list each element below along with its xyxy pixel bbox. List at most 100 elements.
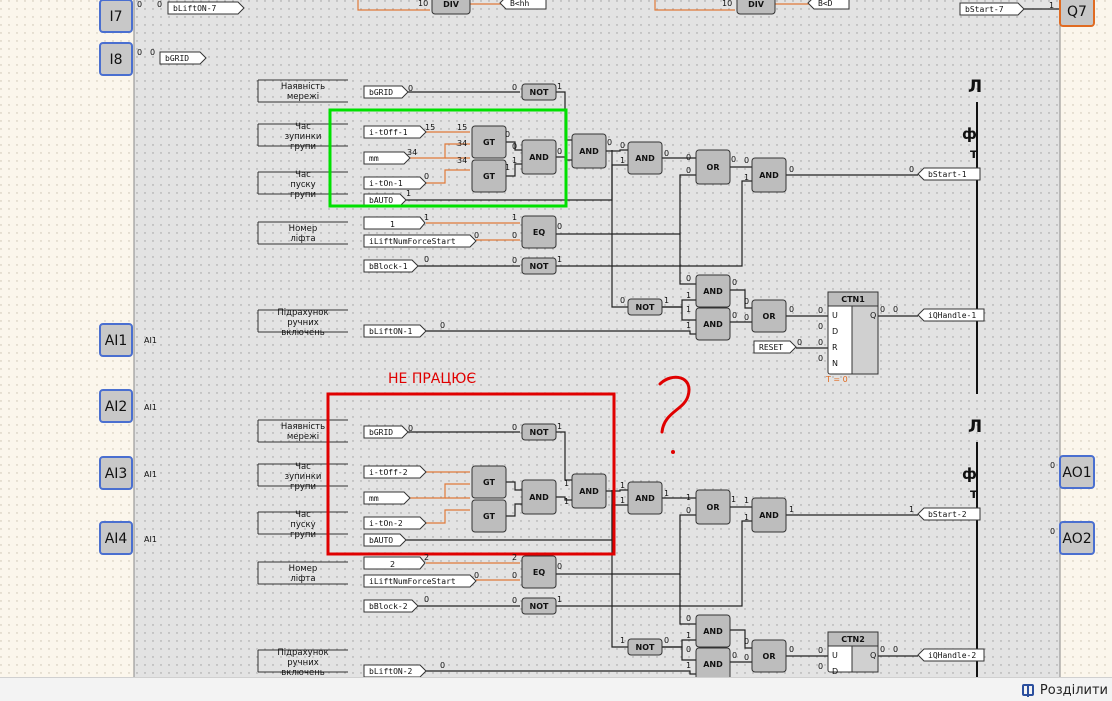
- var-bstart7[interactable]: bStart-7: [959, 2, 1025, 16]
- not-block[interactable]: NOT: [627, 298, 663, 316]
- var-bauto[interactable]: bAUTO: [363, 193, 407, 207]
- var-toff[interactable]: i-tOff-2: [363, 465, 427, 479]
- gt-block[interactable]: GT: [471, 465, 507, 499]
- value-label: 0: [789, 165, 794, 174]
- not-block[interactable]: NOT: [521, 257, 557, 275]
- variable-name: bGRID: [369, 88, 393, 97]
- terminal-i8[interactable]: I8: [99, 42, 133, 76]
- value-label: 0: [1050, 527, 1055, 536]
- wire: [426, 330, 696, 335]
- and-block[interactable]: AND: [695, 307, 731, 341]
- or-block[interactable]: OR: [751, 639, 787, 673]
- and-block[interactable]: AND: [695, 647, 731, 681]
- value-label: 1: [390, 220, 395, 229]
- eq-block[interactable]: EQ: [521, 555, 557, 589]
- block-label: GT: [483, 138, 495, 147]
- var-bliften7[interactable]: bLiftON-7: [167, 1, 245, 15]
- or-block[interactable]: OR: [751, 299, 787, 333]
- terminal-ai4[interactable]: AI4: [99, 521, 133, 555]
- and-block[interactable]: AND: [751, 157, 787, 193]
- and-block[interactable]: AND: [571, 473, 607, 509]
- and-block[interactable]: AND: [571, 133, 607, 169]
- gt-block[interactable]: GT: [471, 125, 507, 159]
- div-block-2[interactable]: DIV: [736, 0, 776, 15]
- and-block[interactable]: AND: [751, 497, 787, 533]
- var-out-div1[interactable]: B<hh: [499, 0, 547, 10]
- value-label: 0: [664, 149, 669, 158]
- value-label: 1: [557, 595, 562, 604]
- not-block[interactable]: NOT: [521, 83, 557, 101]
- var-bblock[interactable]: bBlock-2: [363, 599, 419, 613]
- and-block[interactable]: AND: [695, 274, 731, 308]
- div-block-1[interactable]: DIV: [431, 0, 471, 15]
- and-block[interactable]: AND: [695, 614, 731, 648]
- var-mm[interactable]: mm: [363, 151, 411, 165]
- variable-name: bAUTO: [369, 196, 393, 205]
- var-liftforce[interactable]: iLiftNumForceStart: [363, 574, 477, 588]
- var-bstart[interactable]: bStart-2: [917, 507, 981, 521]
- value-label: 1: [620, 636, 625, 645]
- value-label: 0: [686, 506, 691, 515]
- fragment-text: Л: [968, 417, 982, 437]
- terminal-ai3[interactable]: AI3: [99, 456, 133, 490]
- eq-block[interactable]: EQ: [521, 215, 557, 249]
- and-block[interactable]: AND: [521, 479, 557, 515]
- split-button[interactable]: Розділити: [1021, 681, 1108, 699]
- terminal-label: AO1: [1062, 465, 1091, 481]
- wires: [357, 0, 1062, 684]
- value-label: 0: [512, 423, 517, 432]
- var-blifton[interactable]: bLiftON-2: [363, 664, 427, 678]
- gt-block[interactable]: GT: [471, 499, 507, 533]
- status-bar: Розділити: [0, 677, 1112, 701]
- or-block[interactable]: OR: [695, 489, 731, 525]
- var-mm[interactable]: mm: [363, 491, 411, 505]
- and-block[interactable]: AND: [627, 481, 663, 515]
- var-bauto[interactable]: bAUTO: [363, 533, 407, 547]
- var-out-div2[interactable]: B<D: [807, 0, 850, 10]
- var-iqhandle[interactable]: iQHandle-2: [917, 648, 985, 662]
- var-ton[interactable]: i-tOn-2: [363, 516, 427, 530]
- var-toff[interactable]: i-tOff-1: [363, 125, 427, 139]
- var-bgrid[interactable]: bGRID: [363, 85, 409, 99]
- var-liftforce[interactable]: iLiftNumForceStart: [363, 234, 477, 248]
- var-ton[interactable]: i-tOn-1: [363, 176, 427, 190]
- terminal-label: AI2: [105, 399, 128, 415]
- var-blifton[interactable]: bLiftON-1: [363, 324, 427, 338]
- var-bblock[interactable]: bBlock-1: [363, 259, 419, 273]
- gt-block[interactable]: GT: [471, 159, 507, 193]
- var-bgrid[interactable]: bGRID: [363, 425, 409, 439]
- and-block[interactable]: AND: [521, 139, 557, 175]
- var-bgrid-top[interactable]: bGRID: [159, 51, 207, 65]
- wire: [506, 503, 522, 517]
- const-liftnum[interactable]: 2: [363, 556, 426, 570]
- value-label: 1: [744, 513, 749, 522]
- var-bstart[interactable]: bStart-1: [917, 167, 981, 181]
- counter-pin: D: [832, 327, 838, 336]
- not-block[interactable]: NOT: [521, 423, 557, 441]
- var-reset[interactable]: RESET: [753, 340, 797, 354]
- block-label: AND: [579, 147, 599, 156]
- not-block[interactable]: NOT: [627, 638, 663, 656]
- green-highlight-box: [328, 108, 568, 208]
- and-block[interactable]: AND: [627, 141, 663, 175]
- terminal-q7[interactable]: Q7: [1059, 0, 1095, 27]
- value-label: 1: [686, 493, 691, 502]
- terminal-ao1[interactable]: AO1: [1059, 455, 1095, 489]
- not-block[interactable]: NOT: [521, 597, 557, 615]
- fbd-canvas[interactable]: I7 bLiftON-7I8 bGRID DIV B<hh DIV B<D bStart-7 Q…: [0, 0, 1112, 684]
- variable-name: bBlock-2: [369, 602, 408, 611]
- terminal-i7[interactable]: I7: [99, 0, 133, 33]
- terminal-ao2[interactable]: AO2: [1059, 521, 1095, 555]
- value-label: 0: [880, 645, 885, 654]
- var-iqhandle[interactable]: iQHandle-1: [917, 308, 985, 322]
- value-label: 0: [686, 614, 691, 623]
- or-block[interactable]: OR: [695, 149, 731, 185]
- block-label: GT: [483, 512, 495, 521]
- terminal-ai2[interactable]: AI2: [99, 389, 133, 423]
- terminal-ai1[interactable]: AI1: [99, 323, 133, 357]
- const-liftnum[interactable]: 1: [363, 216, 426, 230]
